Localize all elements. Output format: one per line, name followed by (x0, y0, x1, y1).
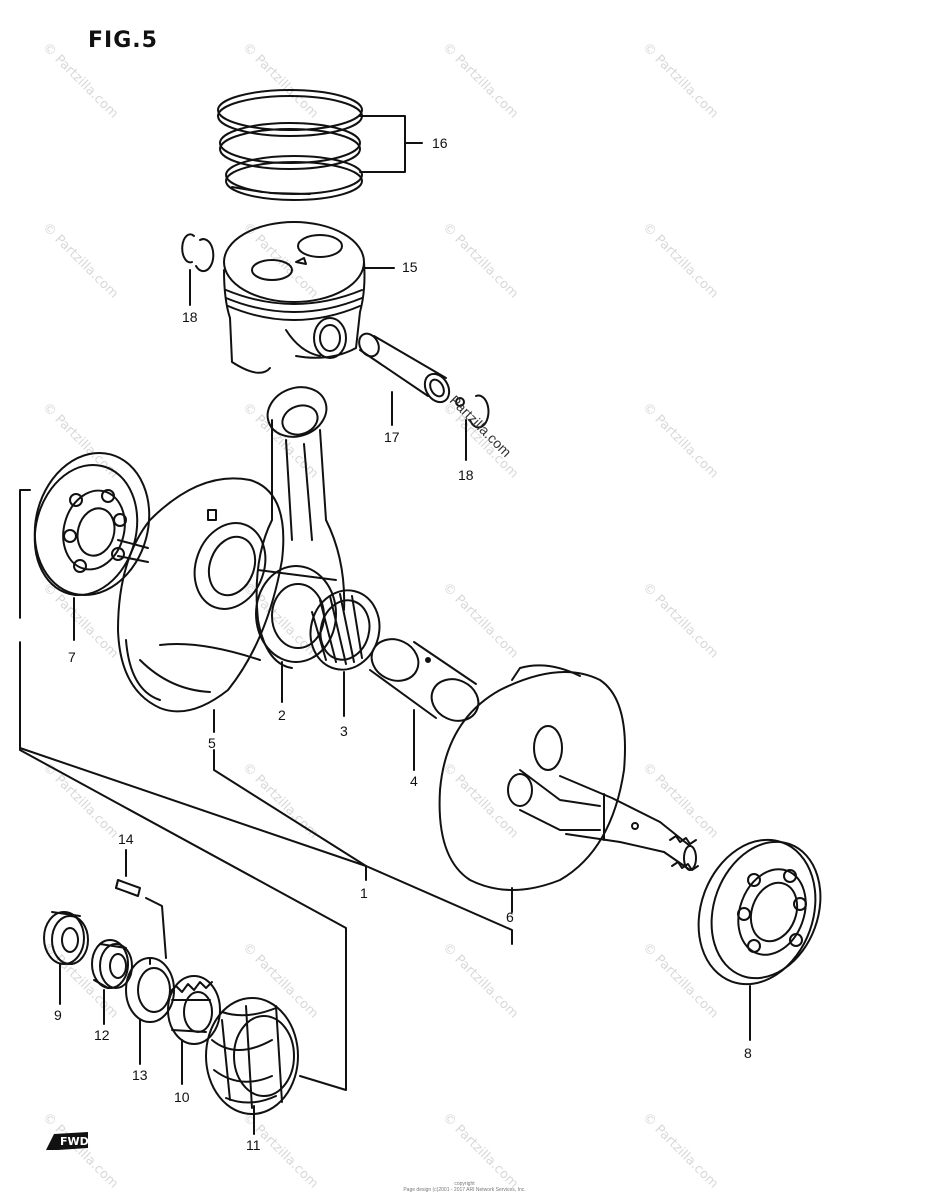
piston[interactable] (224, 222, 365, 373)
callout-6[interactable]: 6 (506, 909, 514, 925)
assembly-bracket-center (214, 750, 512, 944)
assembly-bracket-lower (20, 748, 346, 1090)
figure-title: FIG.5 (88, 28, 158, 53)
callout-14[interactable]: 14 (118, 831, 134, 847)
callout-9[interactable]: 9 (54, 1007, 62, 1023)
callout-8[interactable]: 8 (744, 1045, 752, 1061)
circlip-upper[interactable] (182, 234, 213, 271)
callout-13[interactable]: 13 (132, 1067, 148, 1083)
leader-14-b (146, 898, 166, 958)
callout-2[interactable]: 2 (278, 707, 286, 723)
lock-washer[interactable] (126, 958, 174, 1022)
callout-18-lower[interactable]: 18 (458, 467, 474, 483)
callout-5[interactable]: 5 (208, 735, 216, 751)
crank-web-right[interactable] (440, 665, 698, 890)
callout-12[interactable]: 12 (94, 1027, 110, 1043)
circlip-lower[interactable] (456, 396, 488, 428)
callout-18-upper[interactable]: 18 (182, 309, 198, 325)
primary-gear-large[interactable] (206, 998, 298, 1114)
callout-1[interactable]: 1 (360, 885, 368, 901)
callout-16[interactable]: 16 (432, 135, 448, 151)
left-shaft (118, 540, 148, 562)
crank-web-left[interactable] (118, 478, 283, 711)
connecting-rod[interactable] (256, 379, 344, 668)
callout-4[interactable]: 4 (410, 773, 418, 789)
assembly-bracket-left (20, 490, 366, 866)
ring-bracket (360, 116, 405, 172)
fwd-label: FWD (60, 1135, 89, 1148)
oil-seal[interactable] (44, 912, 88, 964)
primary-gear-small[interactable] (168, 976, 220, 1044)
woodruff-key[interactable] (116, 880, 140, 896)
piston-rings[interactable] (218, 90, 362, 200)
callout-3[interactable]: 3 (340, 723, 348, 739)
crank-nut[interactable] (92, 940, 132, 988)
fwd-arrow-icon: FWD (46, 1132, 89, 1150)
footer-page-design: Page design (c)2001 - 2017 ARI Network S… (403, 1187, 526, 1193)
callout-15[interactable]: 15 (402, 259, 418, 275)
piston-pin[interactable] (355, 330, 454, 406)
callout-11[interactable]: 11 (246, 1137, 261, 1153)
callout-17[interactable]: 17 (384, 429, 400, 445)
needle-bearing[interactable] (302, 583, 388, 678)
footer-copyright: copyright (454, 1181, 475, 1187)
callout-10[interactable]: 10 (174, 1089, 190, 1105)
callout-7[interactable]: 7 (68, 649, 76, 665)
bearing-right[interactable] (679, 823, 839, 1000)
bearing-left[interactable] (19, 440, 164, 608)
crank-pin[interactable] (365, 632, 485, 729)
